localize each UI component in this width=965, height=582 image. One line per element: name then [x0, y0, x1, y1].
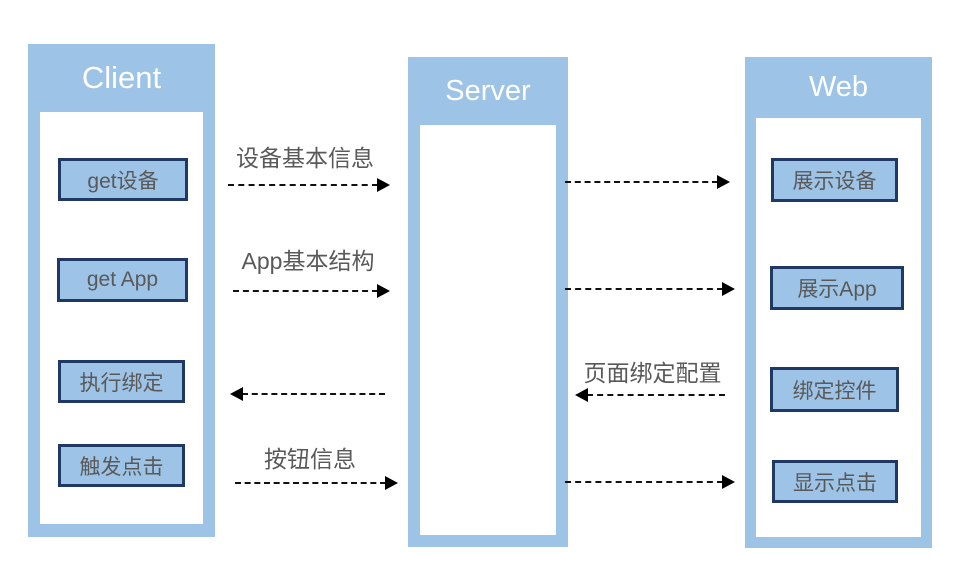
- arrow-server-to-client-left: [230, 387, 385, 401]
- arrowhead-right-icon: [377, 284, 390, 298]
- arrowhead-right-icon: [385, 476, 398, 490]
- server-column-body: [420, 125, 556, 535]
- label-page-binding-config: 页面绑定配置: [583, 360, 722, 386]
- label-button-info: 按钮信息: [264, 446, 356, 472]
- web-column-title: Web: [808, 71, 869, 103]
- node-get-app: get App: [57, 258, 188, 302]
- arrow-button-info-right: [235, 476, 398, 490]
- arrow-app-basic-structure-right: [233, 284, 390, 298]
- node-bind-control: 绑定控件: [770, 367, 899, 412]
- label-device-basic-info: 设备基本信息: [236, 145, 374, 171]
- arrow-server-to-web-row4-right: [565, 475, 735, 489]
- node-execute-binding: 执行绑定: [58, 360, 185, 403]
- arrowhead-left-icon: [575, 388, 588, 402]
- label-app-basic-structure: App基本结构: [241, 248, 375, 274]
- arrow-device-basic-info-right: [228, 178, 390, 192]
- client-column-title: Client: [81, 60, 162, 95]
- arrowhead-right-icon: [377, 178, 390, 192]
- arrowhead-right-icon: [717, 175, 730, 189]
- arrowhead-left-icon: [230, 387, 243, 401]
- server-column: Server: [408, 57, 568, 547]
- arrow-page-binding-config-left: [575, 388, 725, 402]
- arrowhead-right-icon: [722, 475, 735, 489]
- node-show-device: 展示设备: [771, 158, 898, 202]
- node-trigger-click: 触发点击: [58, 444, 185, 487]
- server-column-title: Server: [445, 74, 531, 107]
- arrow-server-to-web-row2-right: [565, 282, 735, 296]
- node-display-click: 显示点击: [772, 460, 898, 503]
- node-show-app: 展示App: [770, 266, 904, 310]
- arrowhead-right-icon: [722, 282, 735, 296]
- arrow-server-to-web-row1-right: [565, 175, 730, 189]
- node-get-device: get设备: [58, 158, 188, 201]
